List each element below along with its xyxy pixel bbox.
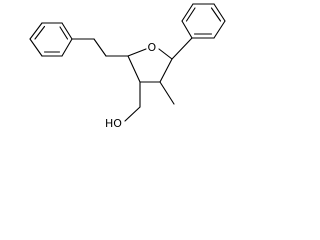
bond (159, 81, 175, 105)
double-bond-inner (59, 26, 69, 40)
phenyl-ring-right (171, 3, 226, 60)
methyl-group (159, 81, 175, 105)
double-bond-inner (185, 7, 196, 22)
bond (61, 38, 73, 57)
bond (159, 58, 173, 83)
bond (93, 38, 107, 57)
tetrahydrofuran-ring (127, 48, 173, 83)
double-bond-inner (210, 7, 222, 22)
bond (127, 48, 147, 57)
double-bond-inner (34, 25, 46, 40)
bond (61, 22, 73, 40)
bond (181, 3, 194, 22)
bond (213, 3, 226, 22)
bond (127, 55, 141, 83)
bond (181, 20, 193, 39)
hydroxyl-label: HO (105, 117, 122, 130)
bond (29, 38, 43, 57)
phenyl-ring-left (29, 22, 73, 57)
bond (213, 20, 226, 39)
bond (29, 22, 43, 40)
chemical-structure-canvas: O HO (0, 0, 265, 138)
ethyl-chain (71, 38, 129, 57)
hydroxymethyl-group (124, 81, 141, 122)
bond (158, 48, 173, 60)
bond (124, 106, 141, 122)
ring-oxygen-label: O (148, 41, 157, 54)
bond (171, 37, 193, 60)
molecule-structure: O HO (29, 3, 226, 130)
